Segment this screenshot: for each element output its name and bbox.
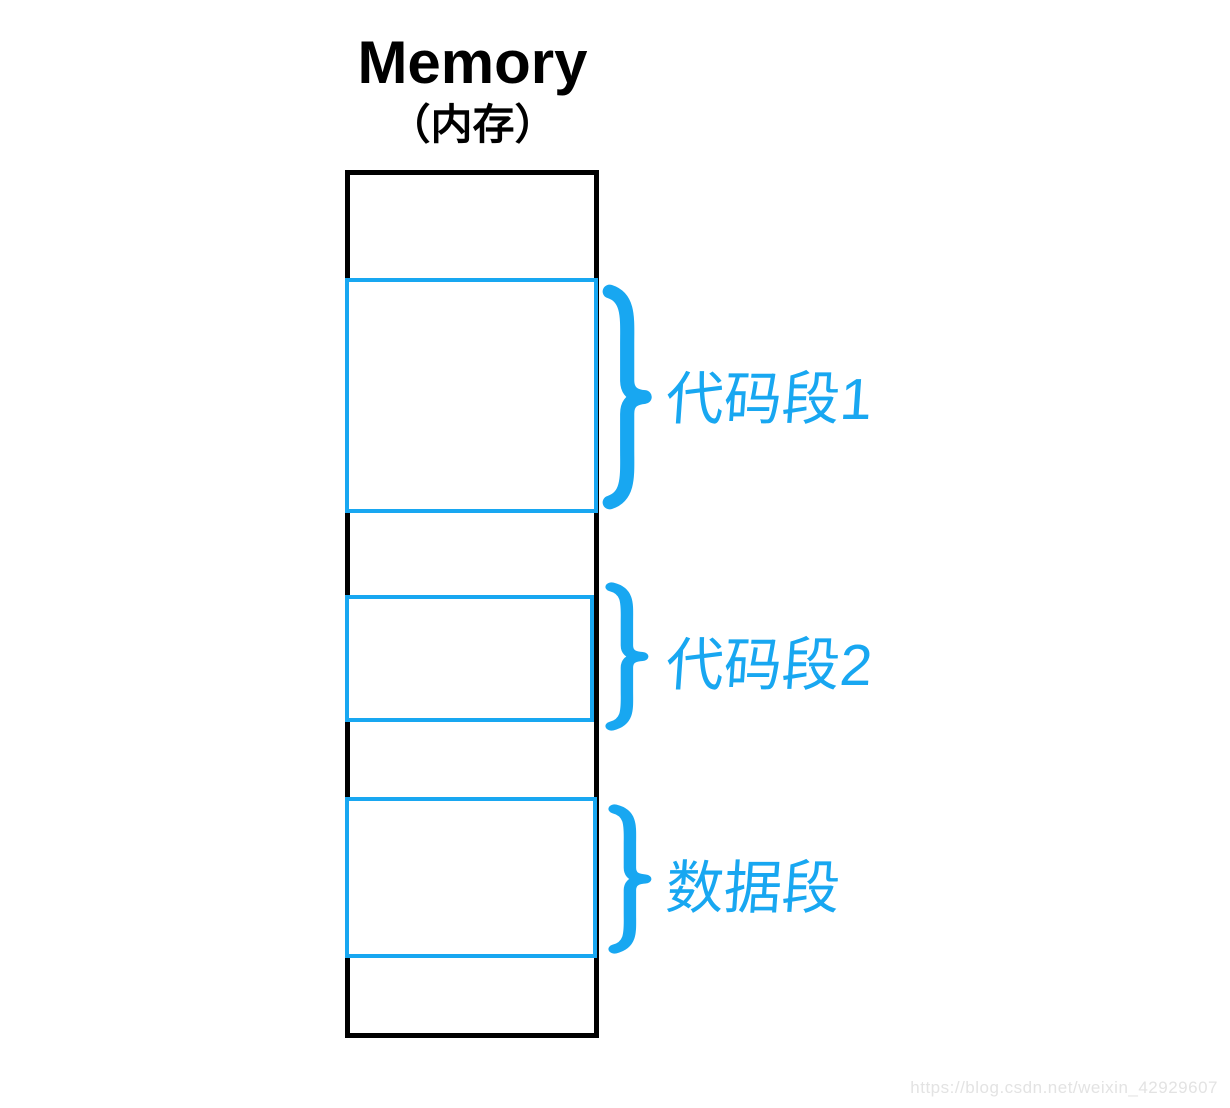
curly-brace-icon — [602, 284, 652, 510]
segment-label-code1: 代码段1 — [663, 367, 875, 432]
segment-label-data: 数据段 — [663, 856, 843, 921]
title-block: Memory （内存） — [245, 30, 700, 150]
segment-box-data — [345, 797, 597, 958]
segment-label-code2: 代码段2 — [663, 633, 875, 698]
watermark-url: https://blog.csdn.net/weixin_42929607 — [910, 1078, 1218, 1097]
diagram-title: Memory — [357, 29, 588, 96]
segment-box-code2 — [345, 595, 594, 722]
segment-box-code1 — [345, 278, 598, 513]
curly-brace-icon — [608, 804, 652, 954]
diagram-subtitle: （内存） — [388, 101, 557, 148]
curly-brace-icon — [605, 582, 649, 731]
